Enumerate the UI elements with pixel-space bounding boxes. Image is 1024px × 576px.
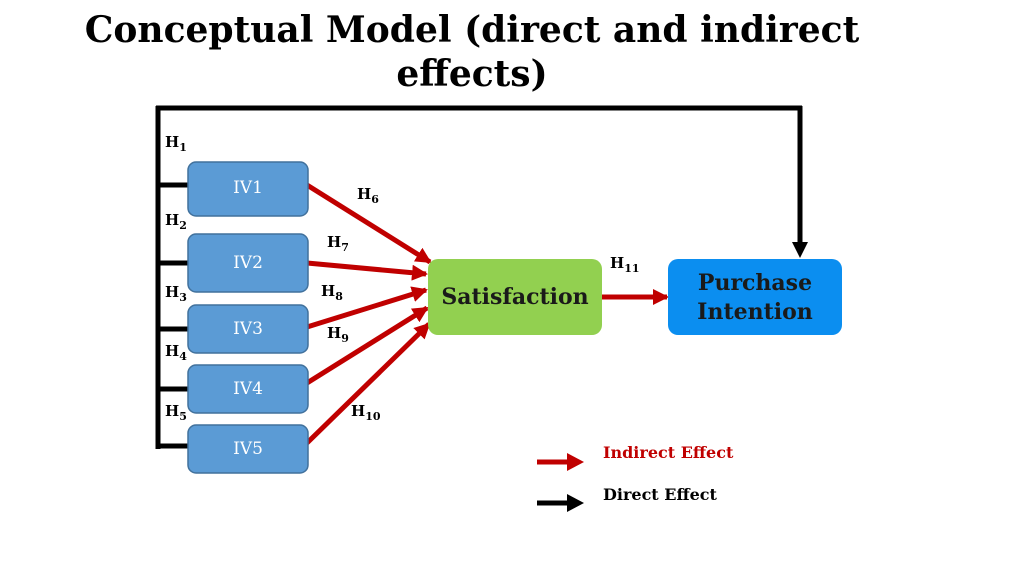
iv4-box: IV4 bbox=[187, 364, 309, 414]
iv1-box: IV1 bbox=[187, 161, 309, 217]
hypothesis-h10: H10 bbox=[351, 402, 381, 423]
satisfaction-box: Satisfaction bbox=[428, 259, 602, 335]
arrow-iv2-satisfaction bbox=[306, 260, 428, 281]
legend-indirect-label: Indirect Effect bbox=[603, 443, 734, 462]
arrow-iv1-satisfaction bbox=[305, 182, 432, 265]
iv1-label: IV1 bbox=[233, 178, 263, 198]
hypothesis-h4: H4 bbox=[165, 342, 187, 363]
hypothesis-h9: H9 bbox=[327, 324, 349, 345]
legend-indirect-arrowhead bbox=[567, 453, 584, 471]
legend: Indirect Effect Direct Effect bbox=[537, 443, 734, 512]
page-title: Conceptual Model (direct and indirect ef… bbox=[60, 8, 884, 96]
direct-arrowhead bbox=[792, 242, 808, 258]
hypothesis-h1: H1 bbox=[165, 133, 187, 154]
hypothesis-h2: H2 bbox=[165, 211, 187, 232]
arrow-iv5-satisfaction bbox=[305, 322, 431, 445]
hypothesis-h11: H11 bbox=[610, 254, 640, 275]
iv5-box: IV5 bbox=[187, 424, 309, 474]
purchase-intention-label-line-2: Intention bbox=[697, 299, 813, 325]
hypothesis-h3: H3 bbox=[165, 283, 187, 304]
title-line-1: Conceptual Model (direct and indirect bbox=[84, 9, 860, 51]
direct-effect-bracket bbox=[155, 105, 808, 449]
iv3-box: IV3 bbox=[187, 304, 309, 354]
iv2-box: IV2 bbox=[187, 233, 309, 293]
title-line-2: effects) bbox=[396, 53, 548, 95]
indirect-arrows bbox=[305, 182, 669, 445]
arrow-iv3-satisfaction bbox=[306, 286, 428, 330]
legend-direct-label: Direct Effect bbox=[603, 485, 718, 504]
satisfaction-label: Satisfaction bbox=[441, 284, 588, 310]
legend-direct-arrowhead bbox=[567, 494, 584, 512]
hypothesis-h6: H6 bbox=[357, 185, 379, 206]
hypothesis-h5: H5 bbox=[165, 402, 187, 423]
iv3-label: IV3 bbox=[233, 319, 263, 339]
iv4-label: IV4 bbox=[233, 379, 263, 399]
iv5-label: IV5 bbox=[233, 439, 263, 459]
purchase-intention-label-line-1: Purchase bbox=[698, 270, 812, 296]
hypothesis-h7: H7 bbox=[327, 233, 349, 254]
arrow-iv4-satisfaction bbox=[305, 305, 429, 386]
purchase-intention-box: Purchase Intention bbox=[668, 259, 842, 335]
iv2-label: IV2 bbox=[233, 253, 263, 273]
hypothesis-h8: H8 bbox=[321, 282, 343, 303]
